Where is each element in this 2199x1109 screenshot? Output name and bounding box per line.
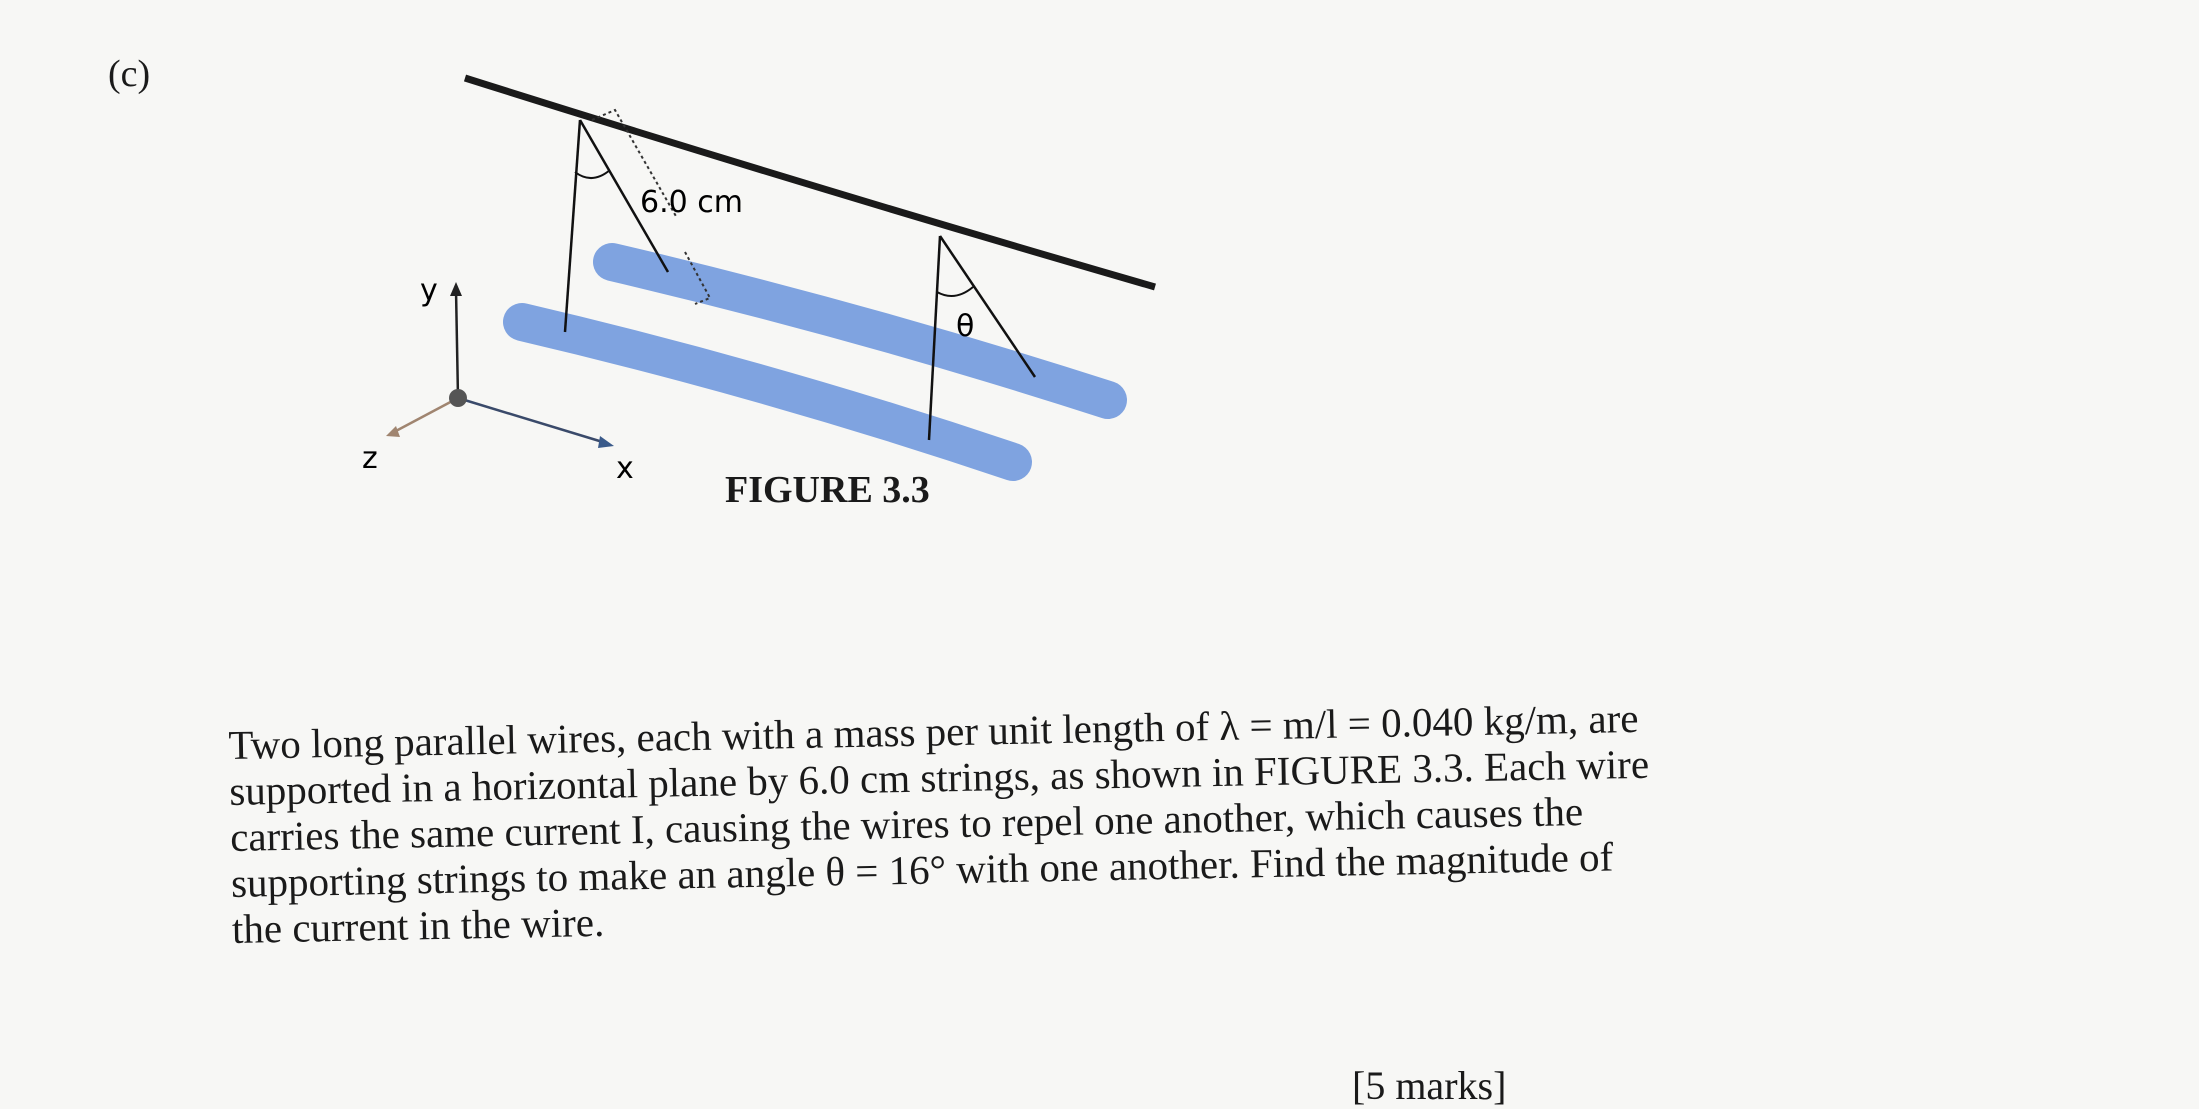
figure-caption: FIGURE 3.3 (725, 469, 930, 511)
x-axis-label: x (616, 451, 634, 486)
angle-label: θ (956, 309, 974, 344)
question-text: Two long parallel wires, each with a mas… (228, 695, 1649, 952)
angle-arc-right (936, 286, 974, 297)
back-wire (593, 243, 1127, 419)
marks-label: [5 marks] (1352, 1063, 1507, 1108)
length-label: 6.0 cm (640, 185, 743, 220)
dimension-bracket (591, 108, 712, 305)
strings (563, 119, 1037, 441)
angle-arc-left (574, 169, 611, 179)
y-axis-label: y (420, 273, 438, 308)
part-label: (c) (108, 53, 151, 95)
figure-3-3: 6.0 cm θ y z x (362, 74, 1156, 486)
z-axis-label: z (362, 441, 378, 476)
coordinate-axes: y z x (362, 273, 634, 486)
front-wire (503, 303, 1032, 481)
support-rod (463, 74, 1156, 291)
